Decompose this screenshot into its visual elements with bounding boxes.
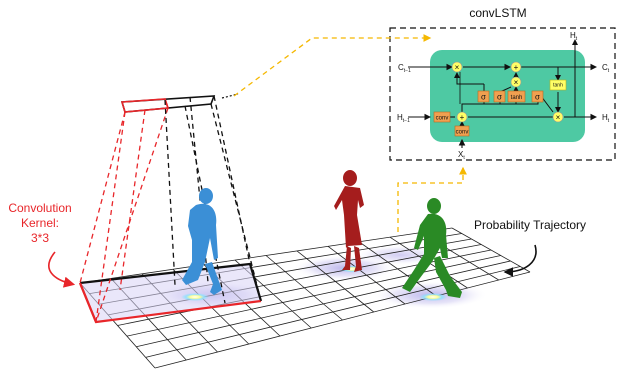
tanh-small: tanh — [553, 83, 563, 89]
kernel-label-line2: Kernel: — [21, 216, 59, 230]
mul-op-output: × — [556, 113, 561, 122]
grid-line — [154, 271, 531, 369]
kernel-label-line1: Convolution — [8, 201, 71, 215]
add-op-cell: + — [514, 63, 519, 72]
trajectory-pointer-arrow — [503, 244, 537, 277]
grid-line — [79, 227, 453, 284]
conv-gate-x-label: conv — [456, 130, 469, 136]
c-prev-label: Ct−1 — [398, 63, 411, 74]
kernel-top-plane — [120, 93, 239, 113]
diagram-title: convLSTM — [469, 6, 526, 20]
pedestrian-green — [402, 198, 462, 298]
mul-op-input: × — [514, 78, 519, 87]
sigma-gate-3: σ — [535, 93, 540, 102]
ground-spots — [181, 265, 447, 301]
pedestrian-blue — [182, 188, 222, 295]
pedestrian-red — [334, 170, 364, 272]
convlstm-block: conv conv σ σ tanh σ tanh × + × + × Ct−1… — [389, 27, 616, 161]
grid-line — [145, 266, 521, 358]
h-top-label: Ht — [570, 31, 578, 42]
add-op-input: + — [460, 113, 465, 122]
c-out-label: Ct — [602, 63, 610, 74]
kernel-label-line3: 3*3 — [31, 231, 49, 245]
h-out-label: Ht — [602, 113, 610, 124]
connector-arrows — [233, 34, 467, 232]
mul-op-forget: × — [455, 63, 460, 72]
sigma-gate-1: σ — [481, 93, 486, 102]
trajectory-label: Probability Trajectory — [474, 218, 586, 232]
conv-gate-h-label: conv — [436, 116, 449, 122]
tanh-gate: tanh — [511, 95, 523, 101]
sigma-gate-2: σ — [497, 93, 502, 102]
h-prev-label: Ht−1 — [397, 113, 410, 124]
x-input-label: Xt — [458, 150, 465, 161]
kernel-pointer-arrow — [48, 251, 76, 288]
